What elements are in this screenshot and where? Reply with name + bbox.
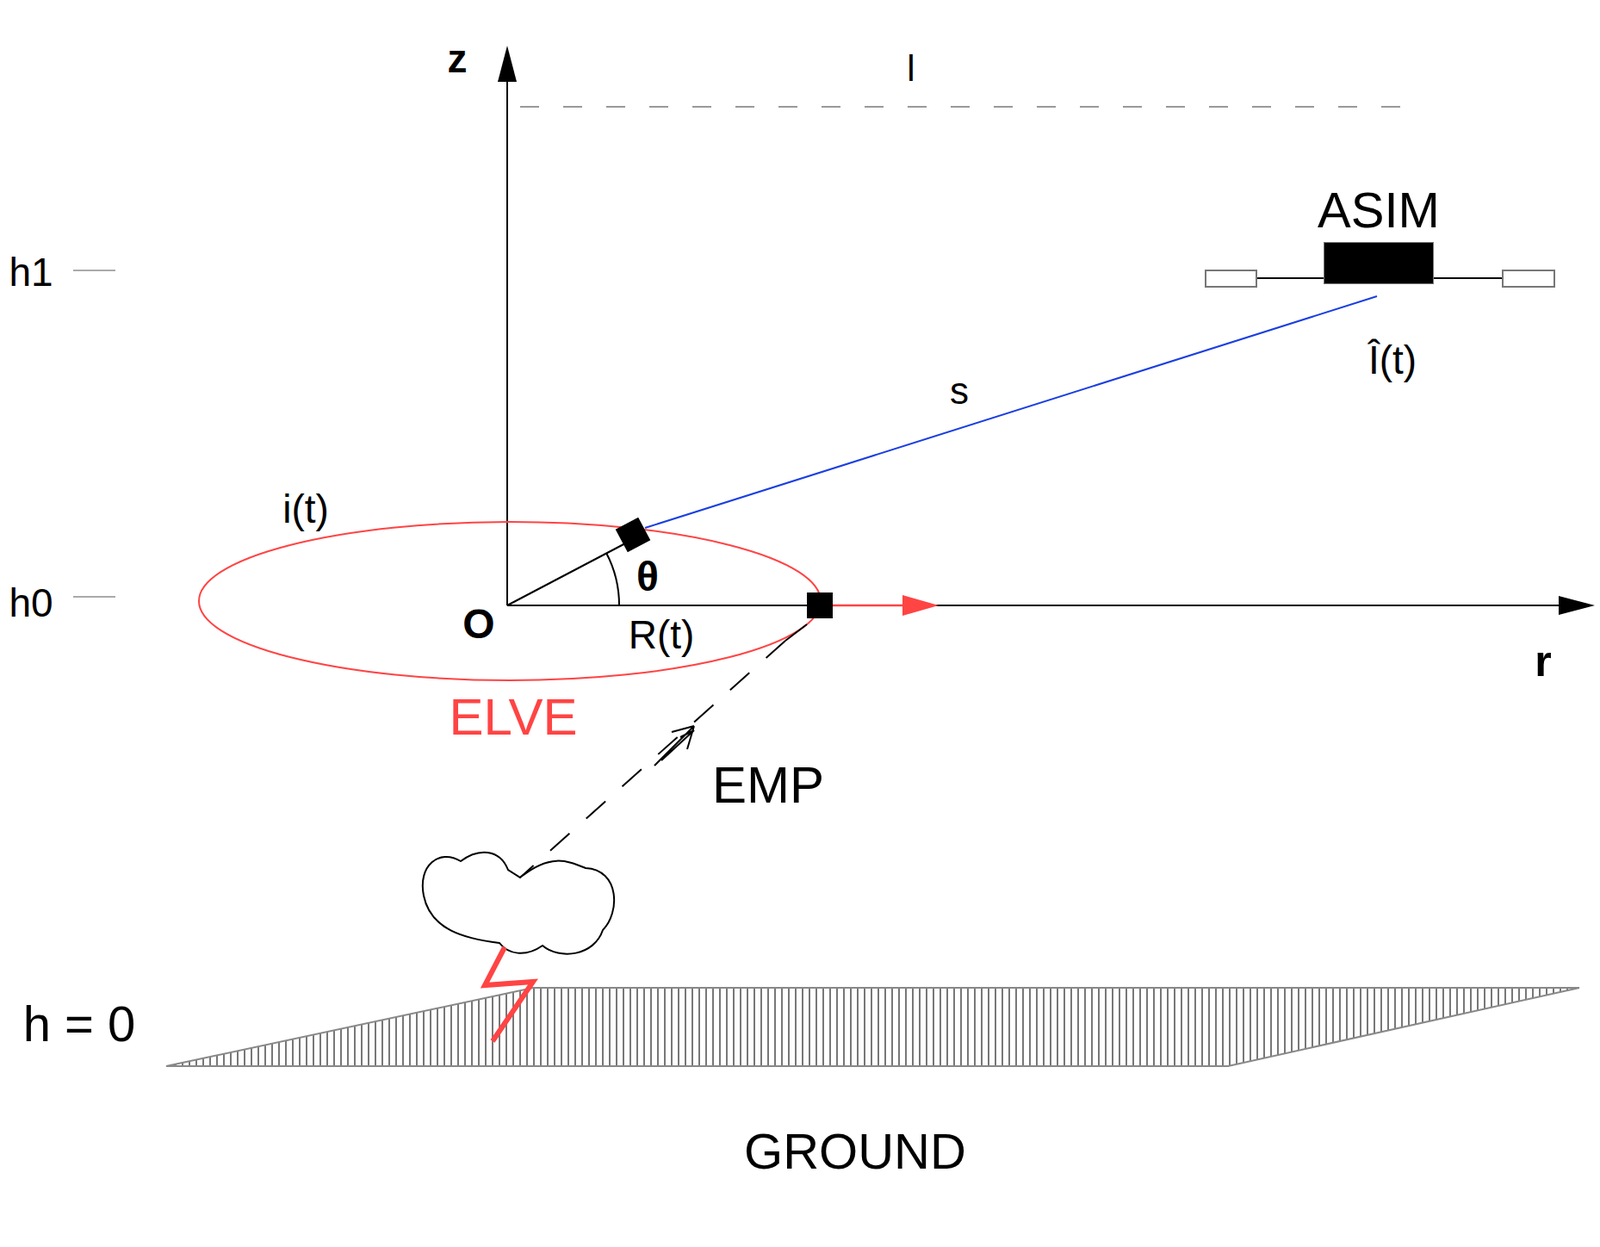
- label: θ: [636, 556, 659, 598]
- label: EMP: [712, 759, 825, 812]
- label: O: [462, 603, 495, 645]
- boom: [1256, 277, 1324, 280]
- boom: [1433, 277, 1503, 280]
- lightning-bolt: [484, 947, 534, 1042]
- satellite-body: [1323, 241, 1434, 285]
- elve-ring: [198, 521, 821, 681]
- label: s: [949, 372, 969, 410]
- label: GROUND: [744, 1126, 967, 1177]
- thundercloud: [422, 852, 614, 955]
- solar-panel: [1502, 270, 1555, 287]
- ground-hatching: [166, 987, 1580, 1067]
- emission-point: [615, 517, 652, 553]
- angle-arc: [606, 552, 620, 606]
- solar-panel: [1205, 270, 1257, 287]
- tick: [73, 269, 116, 272]
- emp-path: [785, 624, 807, 641]
- label: R(t): [628, 614, 695, 655]
- label: h = 0: [23, 998, 137, 1049]
- radius-line: [507, 542, 627, 606]
- expansion-arrowhead: [902, 595, 939, 616]
- satellite-box: ASIM: [1317, 185, 1440, 285]
- ground-surface: [166, 987, 1580, 1067]
- top-boundary: [520, 105, 1403, 108]
- label: r: [1534, 639, 1551, 683]
- emission-point: [806, 592, 833, 619]
- label: ELVE: [449, 691, 578, 744]
- emp-arrowhead: [654, 725, 695, 766]
- z-axis: [506, 68, 509, 606]
- axis-arrowhead: [497, 45, 517, 82]
- expansion-arrow: [832, 604, 913, 608]
- satellite-name: ASIM: [1317, 185, 1440, 236]
- line-of-sight: [644, 296, 1377, 528]
- label: h1: [8, 252, 53, 292]
- label: l: [906, 50, 915, 87]
- label: i(t): [282, 489, 329, 529]
- tick: [73, 595, 116, 598]
- label: Î(t): [1368, 340, 1417, 380]
- r-axis: [507, 604, 1568, 607]
- axis-arrowhead: [1558, 595, 1595, 615]
- label: h0: [8, 582, 53, 623]
- label: z: [447, 38, 468, 79]
